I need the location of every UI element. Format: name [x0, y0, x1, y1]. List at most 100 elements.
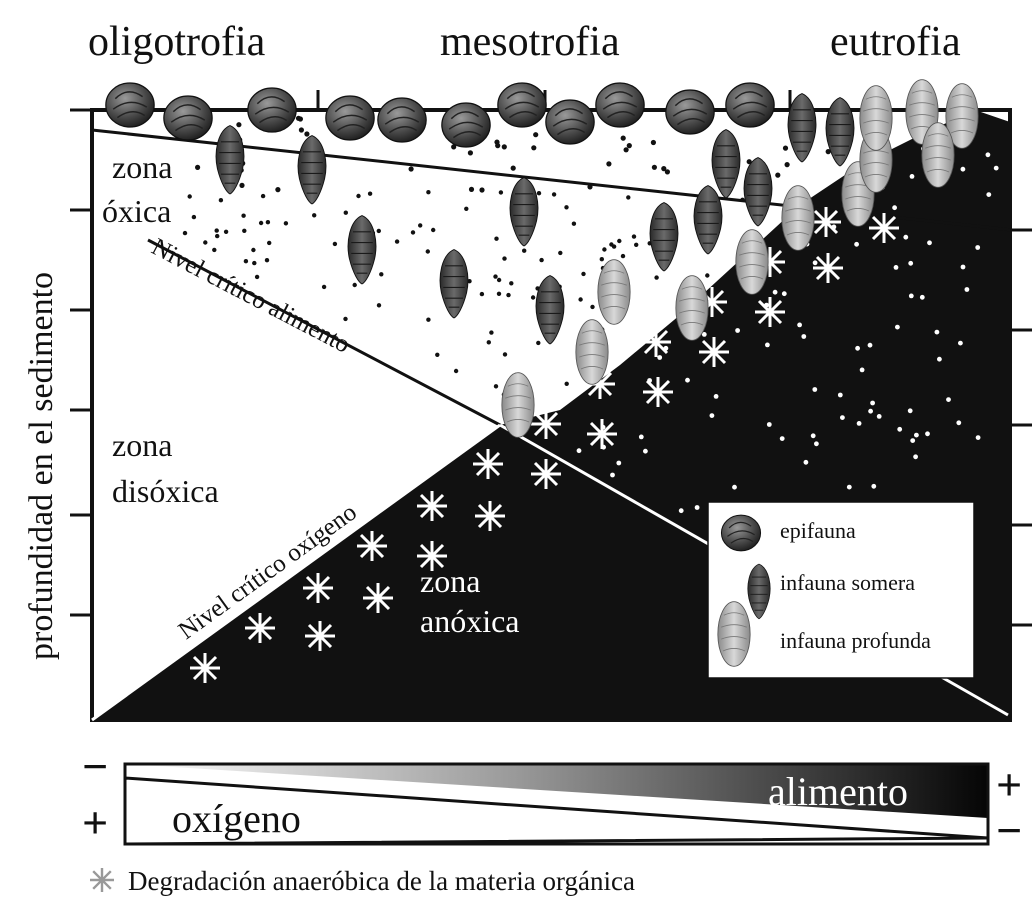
food-particle-dot	[565, 382, 569, 386]
food-particle-dot	[379, 272, 383, 276]
food-plus-sign: +	[996, 759, 1022, 810]
oxic-particle-dot	[868, 409, 873, 414]
oxic-particle-dot	[986, 192, 991, 197]
food-particle-dot	[426, 249, 430, 253]
oxic-particle-dot	[877, 414, 882, 419]
food-particle-dot	[255, 275, 259, 279]
food-particle-dot	[632, 234, 636, 238]
food-particle-dot	[395, 239, 399, 243]
anaerobic-star-icon	[641, 327, 671, 357]
deep-infauna-icon	[676, 276, 708, 341]
oxic-particle-dot	[913, 454, 918, 459]
food-particle-dot	[188, 194, 192, 198]
anaerobic-star-icon	[813, 253, 843, 283]
food-particle-dot	[578, 297, 582, 301]
deep-infauna-icon	[576, 320, 608, 385]
food-particle-dot	[495, 143, 500, 148]
food-particle-dot	[431, 228, 435, 232]
food-particle-dot	[322, 285, 326, 289]
epifauna-icon	[498, 83, 546, 127]
food-particle-dot	[299, 127, 304, 132]
anaerobic-star-icon	[305, 621, 335, 651]
anaerobic-star-icon	[417, 491, 447, 521]
food-particle-dot	[572, 222, 576, 226]
deep-infauna-icon	[922, 123, 954, 188]
food-particle-dot	[621, 254, 625, 258]
food-particle-dot	[236, 122, 241, 127]
food-particle-dot	[506, 293, 510, 297]
food-particle-dot	[377, 303, 381, 307]
oxic-particle-dot	[860, 368, 865, 373]
deep-infauna-icon	[782, 186, 814, 251]
oxic-particle-dot	[616, 461, 621, 466]
oxic-particle-dot	[871, 484, 876, 489]
food-particle-dot	[537, 191, 541, 195]
anaerobic-star-icon	[357, 531, 387, 561]
anaerobic-star-icon	[699, 337, 729, 367]
anaerobic-star-icon	[587, 419, 617, 449]
oxic-particle-dot	[909, 294, 914, 299]
oxic-particle-dot	[908, 408, 913, 413]
food-particle-dot	[480, 292, 484, 296]
anaerobic-star-icon	[755, 297, 785, 327]
oxic-particle-dot	[710, 413, 715, 418]
anaerobic-star-icon	[190, 653, 220, 683]
anaerobic-star-icon	[643, 377, 673, 407]
food-particle-dot	[192, 215, 196, 219]
food-particle-dot	[634, 243, 638, 247]
oxic-particle-dot	[714, 394, 719, 399]
oxic-particle-dot	[894, 265, 899, 270]
oxic-particle-dot	[946, 397, 951, 402]
shallow-infauna-icon	[744, 158, 772, 226]
dysoxic-zone-label-2: disóxica	[112, 473, 219, 509]
food-particle-dot	[531, 145, 536, 150]
oxic-particle-dot	[610, 473, 615, 478]
oxic-particle-dot	[975, 245, 980, 250]
food-particle-dot	[606, 161, 611, 166]
deep-infauna-legend-icon	[718, 602, 750, 667]
shallow-infauna-icon	[536, 276, 564, 344]
food-particle-dot	[536, 341, 540, 345]
food-particle-dot	[609, 242, 613, 246]
shallow-infauna-icon	[826, 98, 854, 166]
food-particle-dot	[494, 384, 498, 388]
food-particle-dot	[426, 190, 430, 194]
food-particle-dot	[552, 192, 556, 196]
legend-epifauna-label: epifauna	[780, 518, 856, 543]
oxic-particle-dot	[897, 427, 902, 432]
star-icon	[90, 868, 114, 892]
oxygen-minus-sign: −	[996, 805, 1022, 856]
oxic-particle-dot	[814, 441, 819, 446]
food-particle-dot	[626, 195, 630, 199]
oxic-particle-dot	[986, 152, 991, 157]
anaerobic-star-icon	[473, 449, 503, 479]
food-particle-dot	[259, 221, 263, 225]
food-particle-dot	[489, 330, 493, 334]
deep-infauna-icon	[598, 260, 630, 325]
epifauna-icon	[106, 83, 154, 127]
oxic-particle-dot	[870, 401, 875, 406]
food-particle-dot	[511, 166, 516, 171]
epifauna-icon	[326, 96, 374, 140]
oxic-particle-dot	[910, 174, 915, 179]
oxic-particle-dot	[797, 323, 802, 328]
food-particle-dot	[624, 147, 629, 152]
footnote: Degradación anaeróbica de la materia org…	[90, 866, 635, 896]
oxic-particle-dot	[801, 334, 806, 339]
shallow-infauna-icon	[650, 203, 678, 271]
oxic-particle-dot	[695, 505, 700, 510]
food-particle-dot	[411, 230, 415, 234]
oxic-particle-dot	[577, 448, 582, 453]
epifauna-legend-icon	[721, 515, 760, 551]
oxic-particle-dot	[804, 460, 809, 465]
oxic-particle-dot	[908, 261, 913, 266]
mesotrophic-label: mesotrofia	[440, 19, 620, 65]
food-particle-dot	[617, 239, 621, 243]
food-particle-dot	[435, 353, 439, 357]
food-particle-dot	[533, 132, 538, 137]
food-particle-dot	[581, 272, 585, 276]
oxic-particle-dot	[732, 485, 737, 490]
anaerobic-star-icon	[811, 207, 841, 237]
food-particle-dot	[219, 198, 223, 202]
food-particle-dot	[251, 248, 255, 252]
